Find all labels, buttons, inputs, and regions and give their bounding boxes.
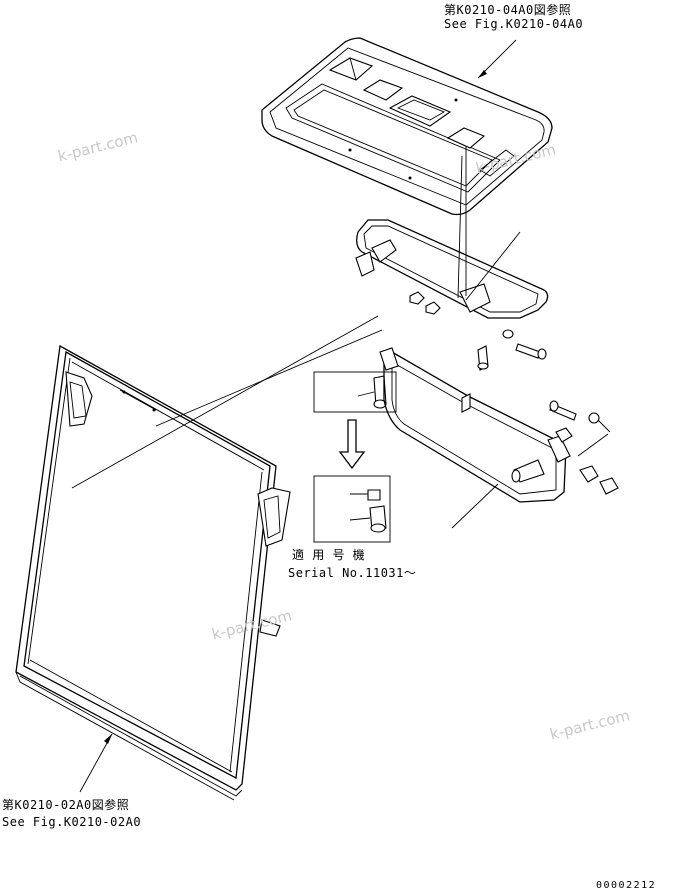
lower-hardware: [511, 400, 619, 495]
door-frame: [15, 344, 291, 801]
lower-seal-frame: [379, 347, 571, 529]
top-ref-label-jp: 第K0210-04A0図参照: [444, 3, 572, 17]
upper-hardware: [409, 291, 547, 371]
detail-box-before: [313, 371, 397, 413]
upper-seal-frame: [355, 219, 549, 319]
vertical-leader: [457, 155, 463, 299]
change-arrow: [338, 419, 366, 470]
bottom-ref-label-en: See Fig.K0210-02A0: [2, 815, 142, 829]
top-ref-label-en: See Fig.K0210-04A0: [444, 17, 584, 31]
serial-label-jp: 適 用 号 機: [292, 548, 366, 562]
bottom-ref-label-jp: 第K0210-02A0図参照: [2, 798, 130, 812]
frame-leader-b: [155, 329, 383, 427]
serial-label-en: Serial No.11031～: [288, 566, 417, 580]
page-code: 00002212: [596, 880, 657, 891]
frame-leader-a: [71, 315, 379, 489]
bottom-ref-leader: [79, 733, 113, 793]
detail-box-after: [313, 475, 391, 543]
roof-panel: [261, 37, 553, 216]
